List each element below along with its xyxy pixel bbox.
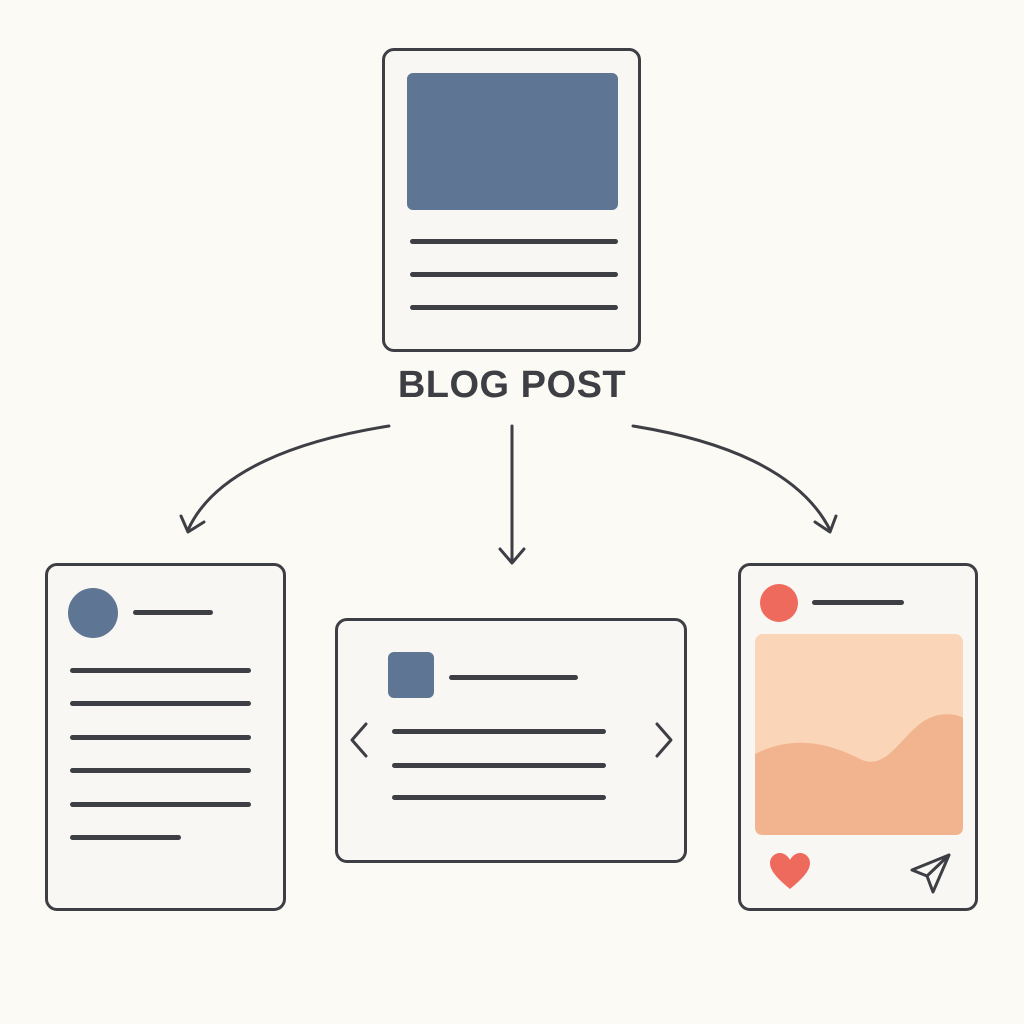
chevron-left-icon[interactable] [348,720,372,760]
blog-hero-image [407,73,618,210]
arrow-to-image-post [631,424,832,532]
blog-text-line [410,272,618,277]
arrowhead-left [179,514,206,534]
blog-text-line [410,305,618,310]
post-text-line [70,701,251,706]
carousel-text-line [392,795,606,800]
heart-icon[interactable] [768,851,812,891]
blog-text-line [410,239,618,244]
post-text-line [70,768,251,773]
post-text-line [70,802,251,807]
chevron-right-icon[interactable] [651,720,675,760]
arrowhead-right [813,514,838,534]
blog-post-label: BLOG POST [397,364,627,406]
carousel-thumbnail [388,652,434,698]
arrowhead-middle [498,547,526,565]
send-icon[interactable] [909,852,953,896]
blog-post-card [382,48,641,352]
post-text-line [70,668,251,673]
username-line [133,610,213,615]
arrow-to-social-text-post [186,424,391,532]
carousel-post-card [335,618,687,863]
carousel-text-line [392,729,606,734]
post-image [755,634,963,835]
carousel-text-line [392,763,606,768]
image-post-card [738,563,978,911]
post-text-line [70,835,181,840]
avatar [68,588,118,638]
carousel-title-line [449,675,578,680]
social-text-post-card [45,563,286,911]
username-line [812,600,904,605]
avatar [760,584,798,622]
post-text-line [70,735,251,740]
